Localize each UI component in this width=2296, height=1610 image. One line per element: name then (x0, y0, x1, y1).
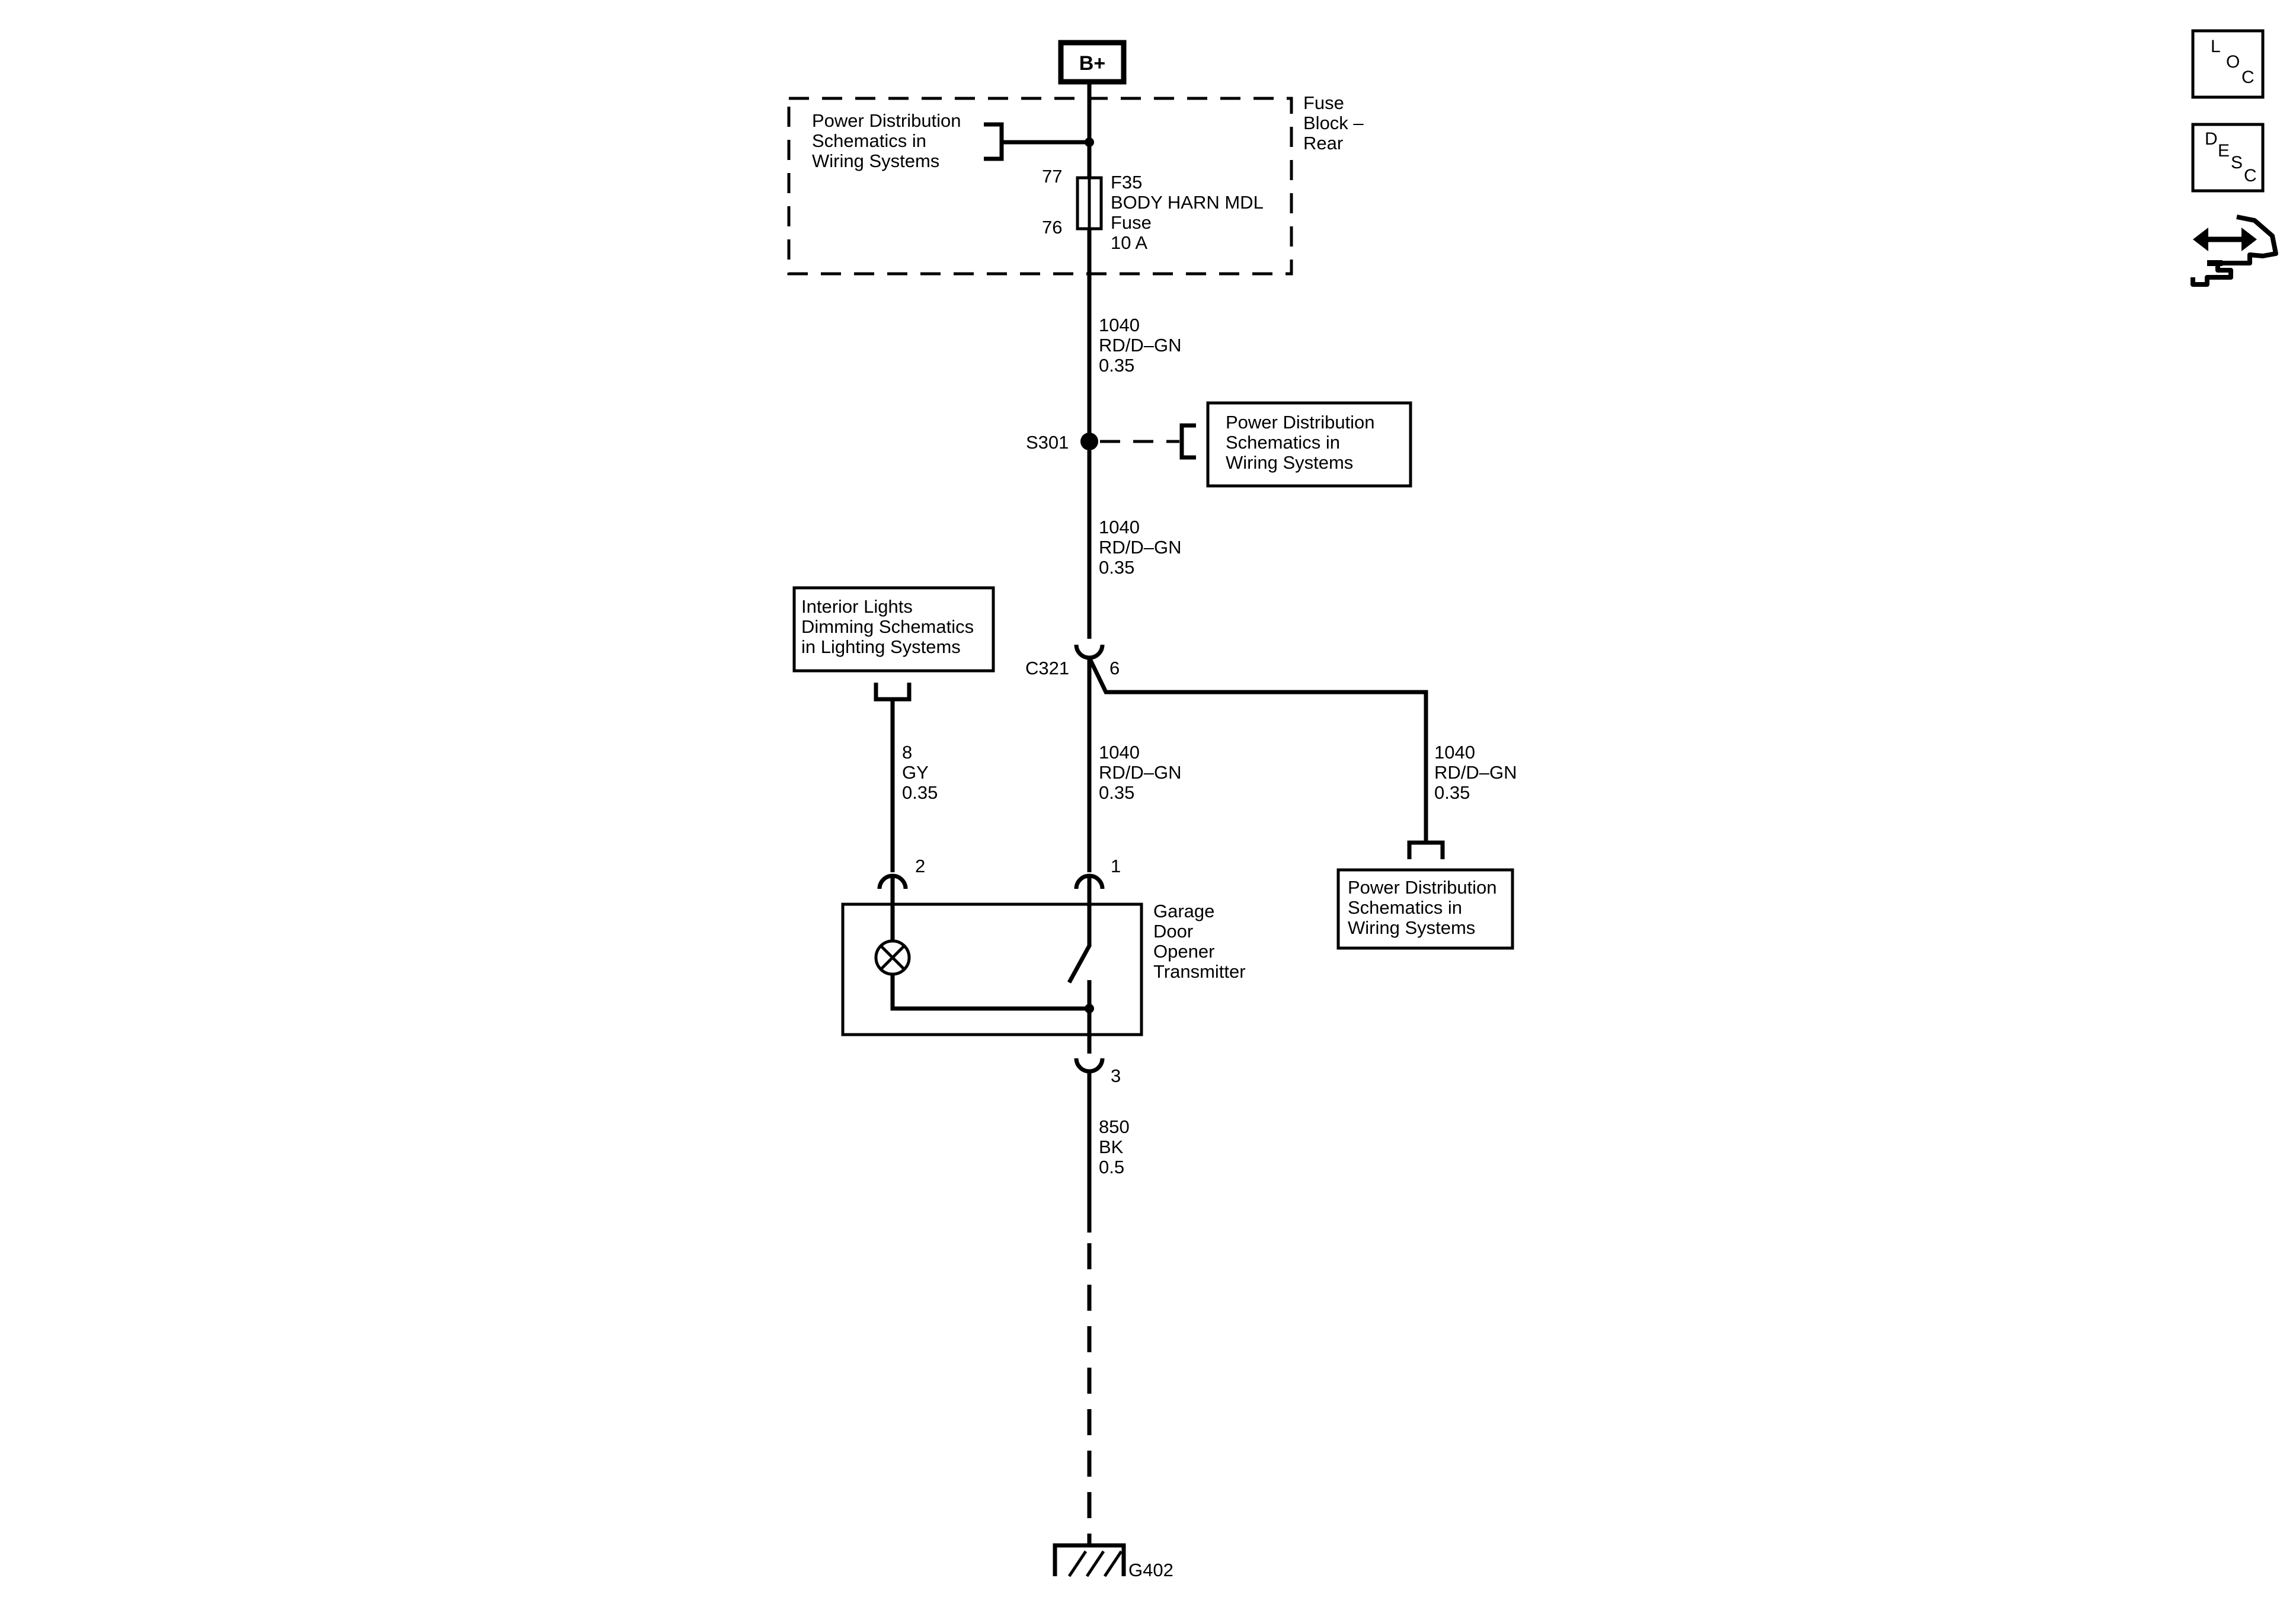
connector-c321-cup (1074, 644, 1105, 660)
right-ref: Power Distribution Schematics in Wiring … (1336, 840, 1514, 950)
fuse-type: Fuse (1111, 212, 1152, 233)
transmitter-pin-3: 3 (1111, 1065, 1121, 1086)
splice-label: S301 (1026, 432, 1069, 453)
wire-gauge-a: 0.35 (1099, 355, 1134, 376)
interior-lights-ref-line-2: Dimming Schematics (801, 616, 974, 637)
splice-ref-line-2: Schematics in (1226, 432, 1340, 453)
interior-lights-ref-box[interactable] (792, 586, 995, 673)
right-ref-line-3: Wiring Systems (1348, 917, 1475, 938)
splice-s301: S301 Power Distribution Schematics in Wi… (1026, 401, 1412, 488)
wire-color-b: RD/D–GN (1099, 537, 1182, 558)
fuse-block-ref-line-3: Wiring Systems (812, 151, 939, 171)
splice-ref-bracket (1179, 423, 1196, 460)
transmitter-name-2: Door (1153, 921, 1193, 942)
transmitter-junction (1085, 1004, 1094, 1013)
fuse-block-title-1: Fuse (1303, 92, 1344, 113)
ground-icon (1053, 1543, 1126, 1577)
wire-circuit-1040-d: 1040 (1434, 742, 1475, 763)
fuse-block-ref-bracket (984, 122, 1089, 161)
wire-circuit-1040-c: 1040 (1099, 742, 1140, 763)
connector-swap-icon[interactable] (2191, 215, 2278, 287)
fuse-description: BODY HARN MDL (1111, 192, 1264, 213)
fuse-pin-77: 77 (1042, 166, 1062, 187)
connector-c321-label: C321 (1025, 658, 1069, 678)
battery-positive-source: B+ (1058, 40, 1127, 85)
loc-icon[interactable]: L O C (2191, 29, 2265, 99)
desc-icon-s: S (2231, 153, 2243, 172)
transmitter-switch (1067, 877, 1092, 1054)
wire-label-1040-a: 1040 RD/D–GN 0.35 (1099, 315, 1182, 376)
splice-ref-box[interactable] (1206, 401, 1412, 488)
wire-label-1040-b: 1040 RD/D–GN 0.35 (1099, 517, 1182, 578)
loc-icon-l: L (2211, 37, 2221, 56)
fuse-name: F35 (1111, 172, 1142, 193)
desc-icon[interactable]: D E S C (2191, 123, 2265, 193)
wire-gauge-bk: 0.5 (1099, 1157, 1124, 1177)
wire-label-1040-c: 1040 RD/D–GN 0.35 (1099, 742, 1182, 803)
loc-icon-o: O (2226, 52, 2240, 72)
right-ref-line-1: Power Distribution (1348, 877, 1497, 898)
splice-dot (1080, 433, 1098, 450)
transmitter-lamp-wire (890, 877, 1089, 1011)
fuse-block-ref-line-1: Power Distribution (812, 110, 961, 131)
wire-color-c: RD/D–GN (1099, 762, 1182, 783)
loc-icon-c: C (2241, 68, 2255, 87)
transmitter-pin-2-connector (877, 873, 908, 889)
battery-positive-label: B+ (1079, 52, 1105, 75)
indicator-lamp-icon (874, 939, 911, 976)
transmitter-name-3: Opener (1153, 941, 1214, 962)
wire-gauge-gy: 0.35 (902, 782, 938, 803)
wire-c321-branch-right (1087, 657, 1428, 843)
transmitter-pin-1: 1 (1111, 856, 1121, 876)
fuse-block-title-3: Rear (1303, 133, 1343, 153)
wire-circuit-1040-b: 1040 (1099, 517, 1140, 537)
fuse-rating: 10 A (1111, 232, 1147, 253)
connector-c321-pin: 6 (1109, 658, 1120, 678)
right-ref-line-2: Schematics in (1348, 897, 1462, 918)
splice-ref-line-3: Wiring Systems (1226, 452, 1353, 473)
ground-label: G402 (1128, 1560, 1173, 1580)
wire-gauge-d: 0.35 (1434, 782, 1470, 803)
wire-gauge-c: 0.35 (1099, 782, 1134, 803)
ground-g402: G402 (1053, 1543, 1173, 1580)
transmitter-pin-2: 2 (915, 856, 925, 876)
wire-gauge-b: 0.35 (1099, 557, 1134, 578)
splice-ref-line-1: Power Distribution (1226, 412, 1375, 433)
interior-lights-ref-line-1: Interior Lights (801, 596, 913, 617)
fuse-block-rear: Fuse Block – Rear Power Distribution Sch… (787, 92, 1364, 276)
fuse-block-ref-line-2: Schematics in (812, 130, 926, 151)
interior-lights-ref-line-3: in Lighting Systems (801, 636, 961, 657)
wire-label-850: 850 BK 0.5 (1099, 1116, 1130, 1177)
wire-label-1040-d: 1040 RD/D–GN 0.35 (1434, 742, 1517, 803)
garage-door-opener-transmitter: 2 1 Garage Door Opener Transmitter 3 (841, 856, 1246, 1086)
fuse-f35: 77 76 F35 BODY HARN MDL Fuse 10 A (1042, 166, 1264, 253)
fuse-pin-76: 76 (1042, 217, 1062, 238)
desc-icon-e: E (2218, 141, 2230, 161)
transmitter-pin-1-connector (1074, 873, 1105, 889)
interior-lights-ref-bracket (874, 683, 912, 702)
wire-color-d: RD/D–GN (1434, 762, 1517, 783)
connector-c321: C321 6 (1025, 644, 1120, 678)
wire-circuit-1040-a: 1040 (1099, 315, 1140, 335)
fuse-block-title-2: Block – (1303, 113, 1364, 133)
wire-color-bk: BK (1099, 1137, 1124, 1157)
wire-circuit-8: 8 (902, 742, 912, 763)
right-ref-bracket (1407, 840, 1445, 859)
transmitter-name-1: Garage (1153, 901, 1214, 921)
interior-lights-ref: Interior Lights Dimming Schematics in Li… (792, 586, 995, 702)
desc-icon-c: C (2244, 166, 2257, 185)
wire-color-a: RD/D–GN (1099, 335, 1182, 356)
wire-circuit-850: 850 (1099, 1116, 1130, 1137)
wire-color-gy: GY (902, 762, 929, 783)
desc-icon-d: D (2205, 129, 2218, 149)
wire-label-gy: 8 GY 0.35 (902, 742, 938, 803)
transmitter-name-4: Transmitter (1153, 961, 1246, 982)
right-ref-box[interactable] (1336, 868, 1514, 950)
transmitter-pin-3-connector (1074, 1058, 1105, 1074)
